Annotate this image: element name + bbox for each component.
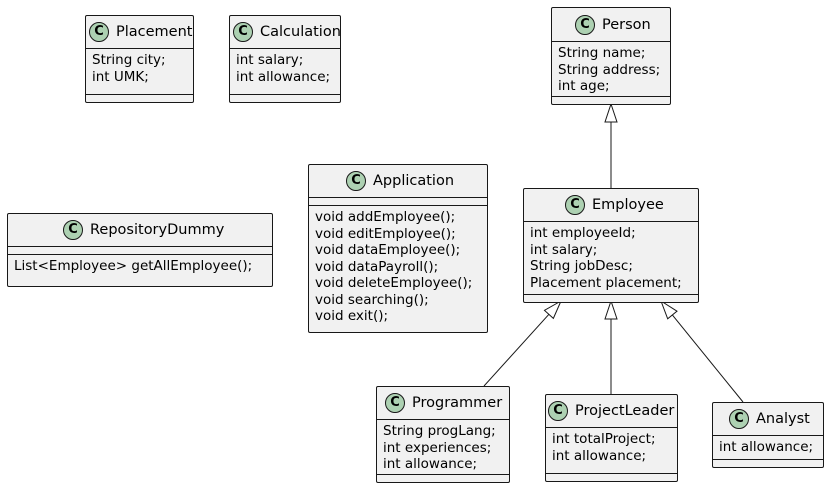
class-field: int totalProject; <box>552 431 656 447</box>
methods-section <box>230 94 340 102</box>
class-analyst: C Analyst int allowance; <box>712 402 824 468</box>
class-field: String city; <box>92 52 166 68</box>
class-method: void addEmployee(); <box>315 209 456 225</box>
class-stereotype-icon: C <box>565 195 585 215</box>
class-method: void editEmployee(); <box>315 225 456 242</box>
class-stereotype-icon: C <box>346 171 366 191</box>
class-application: C Application void addEmployee();void edit… <box>308 164 488 333</box>
class-stereotype-icon: C <box>89 22 109 42</box>
class-method: void deleteEmployee(); <box>315 275 473 291</box>
class-name: Programmer <box>412 395 503 411</box>
class-name: Application <box>373 173 455 189</box>
class-field: int salary; <box>236 52 304 68</box>
class-field: String address; <box>558 61 661 78</box>
fields-section <box>309 197 487 205</box>
class-method: List<Employee> getAllEmployee(); <box>14 258 253 274</box>
class-stereotype-icon: C <box>729 409 749 429</box>
inheritance-arrowhead-icon <box>660 299 678 320</box>
class-calculation: C Calculation int salary;int allowance; <box>229 15 341 103</box>
fields-section <box>8 246 272 254</box>
class-name: ProjectLeader <box>575 403 675 419</box>
methods-section: List<Employee> getAllEmployee(); <box>8 254 272 286</box>
class-method: void searching(); <box>315 291 429 308</box>
class-stereotype-icon: C <box>548 401 568 421</box>
inheritance-arrowhead-icon <box>604 299 618 320</box>
methods-section <box>377 474 509 482</box>
class-field: String progLang; <box>383 423 496 439</box>
methods-section <box>524 294 698 302</box>
class-field: int allowance; <box>552 447 647 464</box>
class-header: C RepositoryDummy <box>8 214 272 246</box>
class-name: Placement <box>116 24 193 40</box>
class-header: C Programmer <box>377 387 509 419</box>
edge-line <box>671 314 744 403</box>
class-header: C Placement <box>86 16 193 48</box>
methods-section <box>552 96 670 104</box>
fields-section: String name;String address;int age; <box>552 41 670 96</box>
class-header: C ProjectLeader <box>546 395 677 427</box>
edge-line <box>483 314 550 387</box>
methods-section <box>546 473 677 481</box>
fields-section: int totalProject;int allowance; <box>546 427 677 473</box>
class-field: int allowance; <box>383 456 478 472</box>
class-field: int employeeId; <box>530 225 636 241</box>
class-field: int UMK; <box>92 68 149 85</box>
fields-section: String city;int UMK; <box>86 48 193 94</box>
class-name: Person <box>602 17 651 33</box>
inheritance-arrowhead-icon <box>604 102 618 123</box>
class-name: RepositoryDummy <box>90 222 225 238</box>
class-header: C Person <box>552 8 670 41</box>
class-name: Employee <box>592 197 664 213</box>
methods-section <box>86 94 193 102</box>
class-stereotype-icon: C <box>575 15 595 35</box>
class-header: C Application <box>309 165 487 197</box>
inheritance-edge-programmer-to-employee <box>483 299 563 387</box>
class-project-leader: C ProjectLeader int totalProject;int allow… <box>545 394 678 482</box>
class-field: String jobDesc; <box>530 258 633 274</box>
inheritance-edge-analyst-to-employee <box>660 299 744 403</box>
inheritance-arrowhead-icon <box>543 299 563 320</box>
class-field: int allowance; <box>236 68 331 85</box>
class-employee: C Employee int employeeId;int salary;Strin… <box>523 188 699 303</box>
fields-section: String progLang;int experiences;int allo… <box>377 419 509 474</box>
class-stereotype-icon: C <box>385 393 405 413</box>
methods-section: void addEmployee();void editEmployee();v… <box>309 205 487 332</box>
fields-section: int salary;int allowance; <box>230 48 340 94</box>
class-field: int salary; <box>530 241 598 258</box>
class-method: void dataEmployee(); <box>315 242 461 258</box>
class-field: String name; <box>558 45 646 61</box>
class-stereotype-icon: C <box>233 22 253 42</box>
class-name: Analyst <box>756 411 810 427</box>
methods-section <box>713 459 823 467</box>
class-method: void exit(); <box>315 308 389 324</box>
class-stereotype-icon: C <box>63 220 83 240</box>
class-name: Calculation <box>260 24 341 40</box>
inheritance-edge-employee-to-person <box>604 102 618 188</box>
class-field: int age; <box>558 78 610 94</box>
class-field: int experiences; <box>383 439 492 456</box>
class-header: C Employee <box>524 189 698 221</box>
class-method: void dataPayroll(); <box>315 258 439 275</box>
class-header: C Calculation <box>230 16 341 48</box>
fields-section: int allowance; <box>713 435 823 459</box>
class-header: C Analyst <box>713 403 823 435</box>
inheritance-edge-project-leader-to-employee <box>604 299 618 394</box>
class-field: Placement placement; <box>530 274 682 291</box>
fields-section: int employeeId;int salary;String jobDesc… <box>524 221 698 294</box>
class-field: int allowance; <box>719 439 814 455</box>
